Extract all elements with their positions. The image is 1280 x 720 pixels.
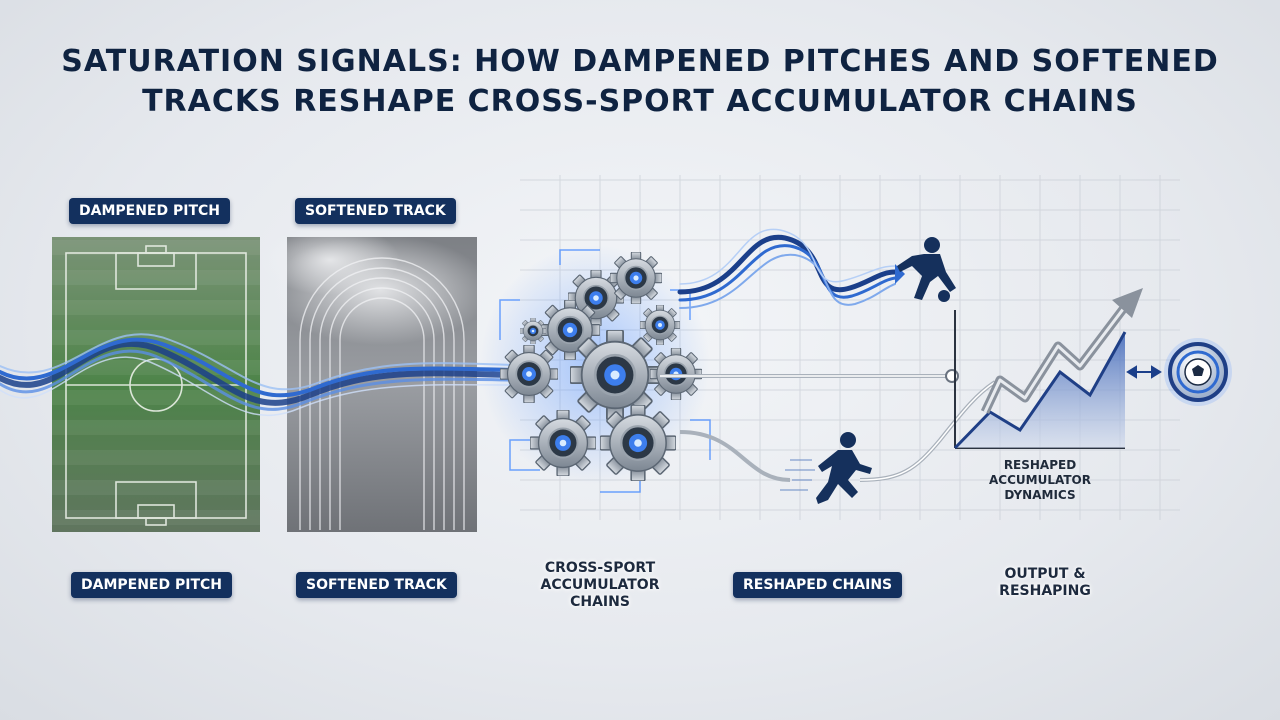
label-reshaped-chains: RESHAPED CHAINS — [733, 572, 903, 598]
upper-output-wave — [677, 228, 905, 309]
chart-caption-line-1: RESHAPED — [1003, 458, 1077, 472]
chains-line-3: CHAINS — [570, 594, 630, 610]
gears-cluster-icon — [480, 245, 711, 493]
reshaped-chart — [953, 288, 1143, 450]
title-line-2: TRACKS RESHAPE CROSS-SPORT ACCUMULATOR C… — [142, 84, 1138, 119]
label-dampened-pitch-bottom: DAMPENED PITCH — [71, 572, 232, 598]
link-arrow — [1126, 365, 1162, 379]
label-output-reshaping: OUTPUT & RESHAPING — [970, 566, 1120, 600]
lower-connector — [679, 380, 997, 482]
softened-track-panel — [260, 225, 490, 532]
signal-wave — [0, 333, 514, 417]
runner-icon — [780, 432, 872, 504]
label-dampened-pitch-top: DAMPENED PITCH — [69, 198, 230, 224]
chart-caption-line-2: ACCUMULATOR — [989, 473, 1091, 487]
output-line-1: OUTPUT & — [1004, 566, 1086, 582]
footballer-icon — [897, 237, 956, 302]
chart-caption: RESHAPED ACCUMULATOR DYNAMICS — [955, 458, 1125, 503]
trend-arrow-icon — [980, 288, 1143, 414]
title-line-1: SATURATION SIGNALS: HOW DAMPENED PITCHES… — [61, 44, 1219, 79]
output-line-2: RESHAPING — [999, 583, 1091, 599]
soccer-ball-badge-icon — [1164, 338, 1232, 406]
chains-line-1: CROSS-SPORT — [544, 560, 656, 576]
chart-caption-line-3: DYNAMICS — [1004, 488, 1076, 502]
label-softened-track-top: SOFTENED TRACK — [295, 198, 456, 224]
chains-line-2: ACCUMULATOR — [540, 577, 660, 593]
label-softened-track-bottom: SOFTENED TRACK — [296, 572, 457, 598]
label-cross-sport-chains: CROSS-SPORT ACCUMULATOR CHAINS — [520, 560, 680, 611]
page-title: SATURATION SIGNALS: HOW DAMPENED PITCHES… — [0, 42, 1280, 122]
